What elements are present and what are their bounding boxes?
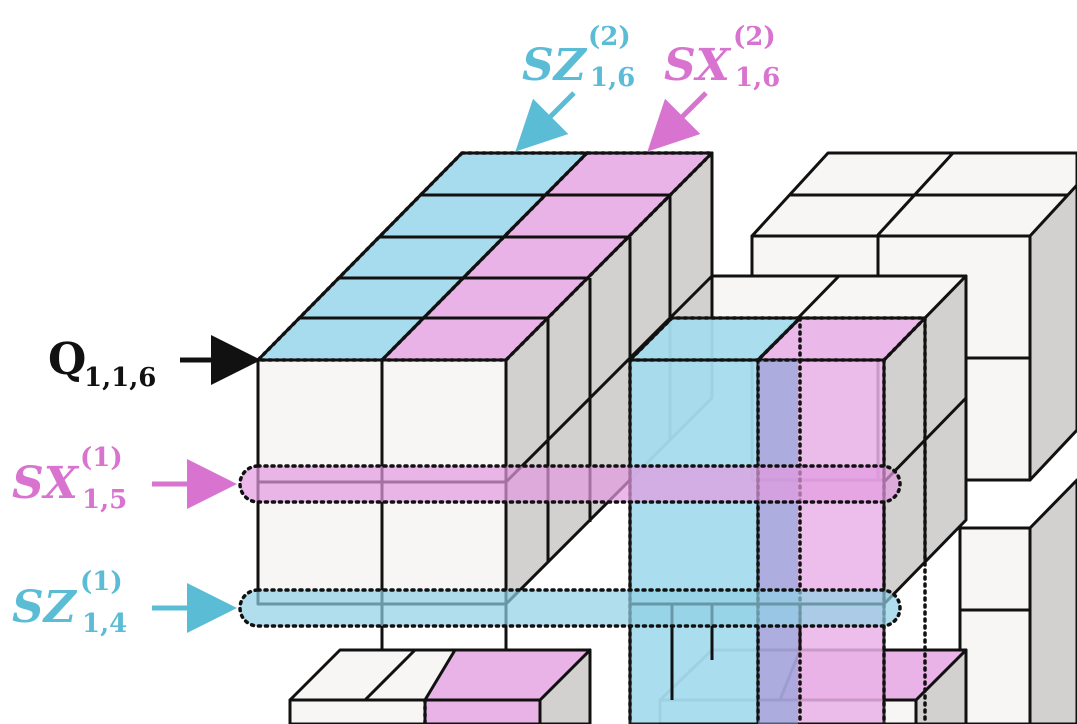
label-sz2-sub: 1,6 (590, 63, 635, 93)
lower-right-block (958, 478, 1077, 724)
label-sx2-main: SX (664, 40, 732, 91)
label-sz2-sup: (2) (588, 22, 631, 52)
label-sz2: SZ (2) 1,6 (522, 22, 635, 93)
dotted-outlines (253, 151, 930, 724)
label-sx1-sup: (1) (80, 443, 123, 473)
label-sx2-sub: 1,6 (735, 63, 780, 93)
label-sz1: SZ (1) 1,4 (12, 567, 127, 639)
sx1-band (238, 464, 902, 504)
arrow-sx2-icon (647, 91, 708, 152)
label-sz1-sub: 1,4 (82, 609, 127, 639)
label-sx1: SX (1) 1,5 (12, 443, 127, 515)
label-sx1-sub: 1,5 (82, 485, 127, 515)
label-q: Q 1,1,6 (48, 334, 156, 393)
sz1-band (238, 588, 902, 628)
label-q-main: Q (48, 334, 86, 385)
highlight-pillar (628, 316, 927, 724)
label-sx2: SX (2) 1,6 (664, 22, 780, 93)
arrow-sz2-icon (515, 91, 576, 152)
label-sx1-main: SX (12, 458, 80, 509)
label-sz1-main: SZ (12, 582, 78, 633)
label-sz2-main: SZ (522, 40, 588, 91)
label-sx2-sup: (2) (733, 22, 776, 52)
label-sz1-sup: (1) (80, 567, 123, 597)
bottom-left-block (288, 648, 592, 724)
label-q-sub: 1,1,6 (84, 363, 156, 393)
